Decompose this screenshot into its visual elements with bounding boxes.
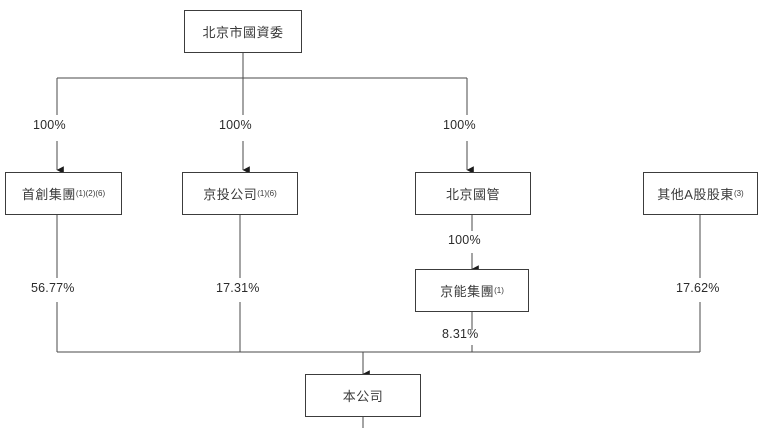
edge-label-jingneng-to-company: 8.31%	[442, 327, 479, 341]
node-jingtou-company[interactable]: 京投公司(1)(6)	[182, 172, 298, 215]
node-other-a-share-holders-footnote: (3)	[733, 188, 744, 198]
node-beijing-guoguan[interactable]: 北京國管	[415, 172, 531, 215]
node-jingneng-group[interactable]: 京能集團(1)	[415, 269, 529, 312]
edge-label-jingtou-to-company: 17.31%	[216, 281, 260, 295]
node-jingneng-group-label: 京能集團	[440, 284, 495, 299]
edge-label-root-to-beijingguoguan: 100%	[443, 118, 476, 132]
edge-label-root-to-shoucheng: 100%	[33, 118, 66, 132]
node-shoucheng-group[interactable]: 首創集團(1)(2)(6)	[5, 172, 122, 215]
node-beijing-sasac[interactable]: 北京市國資委	[184, 10, 302, 53]
node-jingtou-company-footnote: (1)(6)	[257, 188, 277, 198]
edge-label-othershares-to-company: 17.62%	[676, 281, 720, 295]
edge-label-shoucheng-to-company: 56.77%	[31, 281, 75, 295]
node-other-a-share-holders-label: 其他A股股東	[657, 187, 734, 202]
edge-label-beijingguoguan-to-jingneng: 100%	[448, 233, 481, 247]
node-jingtou-company-label: 京投公司	[203, 187, 258, 202]
node-jingneng-group-footnote: (1)	[494, 285, 504, 295]
node-shoucheng-group-footnote: (1)(2)(6)	[75, 188, 106, 198]
edge-label-root-to-jingtou: 100%	[219, 118, 252, 132]
node-shoucheng-group-label: 首創集團	[21, 187, 76, 202]
node-other-a-share-holders[interactable]: 其他A股股東(3)	[643, 172, 758, 215]
node-the-company[interactable]: 本公司	[305, 374, 421, 417]
node-the-company-label: 本公司	[342, 389, 384, 404]
node-beijing-sasac-label: 北京市國資委	[202, 25, 284, 40]
node-beijing-guoguan-label: 北京國管	[445, 187, 500, 202]
